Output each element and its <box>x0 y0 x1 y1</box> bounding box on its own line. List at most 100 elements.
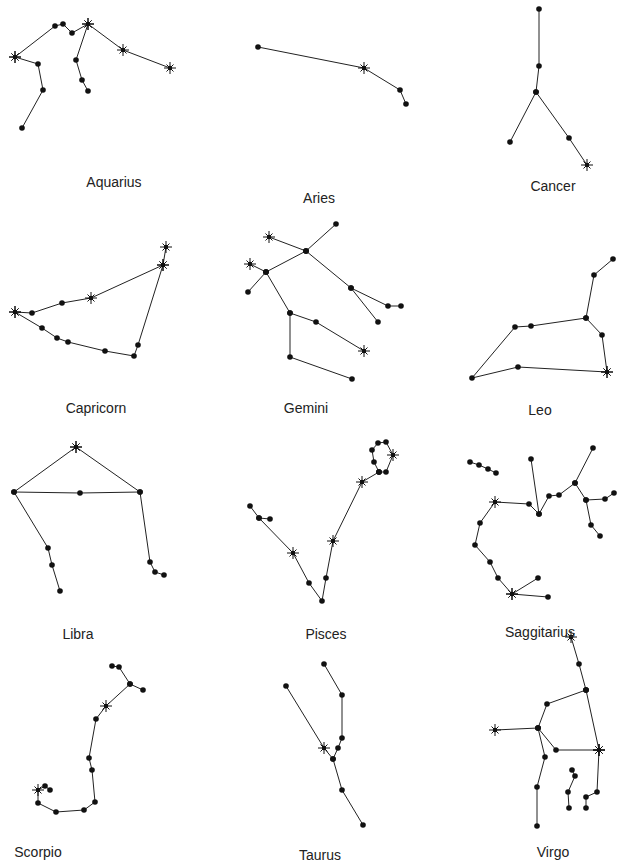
star-dot <box>29 310 35 316</box>
star-dot <box>73 57 79 63</box>
constellation-name: Virgo <box>537 844 569 860</box>
star-dot <box>89 767 95 773</box>
star-dot <box>137 489 143 495</box>
star-line <box>140 492 164 575</box>
star-dot <box>528 456 534 462</box>
star-line <box>510 9 539 142</box>
constellation-figure <box>247 439 399 604</box>
bright-star <box>593 744 605 756</box>
star-dot <box>306 580 312 586</box>
star-line <box>15 265 163 356</box>
star-dot <box>385 303 391 309</box>
star-dot <box>287 354 293 360</box>
constellation-figure <box>244 221 404 382</box>
constellation-figure <box>489 631 605 829</box>
star-dot <box>267 516 273 522</box>
star-dot <box>507 139 513 145</box>
star-dot <box>127 681 133 687</box>
star-dot <box>303 248 309 254</box>
constellation-name: Libra <box>62 626 93 642</box>
star-dot <box>375 440 381 446</box>
star-dot <box>383 439 389 445</box>
bright-star <box>327 535 339 547</box>
star-line <box>475 459 548 597</box>
star-dot <box>556 492 562 498</box>
bright-star <box>601 366 613 378</box>
star-dot <box>485 466 491 472</box>
star-dot <box>256 515 262 521</box>
star-dot <box>263 269 269 275</box>
star-dot <box>52 23 58 29</box>
star-line <box>372 442 393 472</box>
star-dot <box>321 661 327 667</box>
bright-star <box>117 44 129 56</box>
star-dot <box>79 77 85 83</box>
star-dot <box>47 787 53 793</box>
star-dot <box>583 687 589 693</box>
star-line <box>495 728 599 750</box>
star-dot <box>472 542 478 548</box>
star-dot <box>102 348 108 354</box>
star-dot <box>283 683 289 689</box>
constellation-name: Aries <box>303 190 335 206</box>
star-dot <box>467 459 473 465</box>
star-dot <box>303 248 309 254</box>
star-dot <box>583 497 589 503</box>
star-dot <box>255 44 261 50</box>
star-dot <box>515 364 521 370</box>
star-dot <box>330 756 336 762</box>
star-dot <box>536 6 542 12</box>
star-dot <box>583 794 589 800</box>
star-dot <box>137 489 143 495</box>
star-dot <box>85 88 91 94</box>
star-line <box>586 690 599 750</box>
bright-star <box>9 51 21 63</box>
star-dot <box>323 575 329 581</box>
constellation-name: Pisces <box>305 626 346 642</box>
bright-star <box>82 18 94 30</box>
star-line <box>14 447 140 493</box>
star-dot <box>60 21 66 27</box>
star-dot <box>542 754 548 760</box>
bright-star <box>70 441 82 453</box>
star-dot <box>369 447 375 453</box>
star-dot <box>533 89 539 95</box>
bright-star <box>489 496 501 508</box>
bright-star <box>356 476 368 488</box>
star-dot <box>81 807 87 813</box>
star-dot <box>371 459 377 465</box>
star-dot <box>49 562 55 568</box>
star-dot <box>590 445 596 451</box>
star-dot <box>403 101 409 107</box>
star-dot <box>42 783 48 789</box>
constellation-name: Gemini <box>284 400 328 416</box>
star-dot <box>59 300 65 306</box>
bright-star <box>387 449 399 461</box>
star-line <box>259 472 379 601</box>
star-dot <box>535 725 541 731</box>
star-dot <box>375 319 381 325</box>
constellation-figure <box>255 44 409 107</box>
constellation-name: Scorpio <box>14 844 61 860</box>
star-dot <box>339 692 345 698</box>
star-dot <box>583 687 589 693</box>
bright-star <box>100 700 112 712</box>
star-dot <box>11 489 17 495</box>
constellation-figure <box>469 256 616 381</box>
star-dot <box>535 725 541 731</box>
bright-star <box>157 259 169 271</box>
star-dot <box>319 598 325 604</box>
star-line <box>269 224 336 251</box>
bright-star <box>318 742 330 754</box>
star-line <box>470 462 496 473</box>
star-dot <box>19 125 25 131</box>
star-line <box>76 24 88 91</box>
star-dot <box>476 462 482 468</box>
constellation-figure <box>467 445 617 600</box>
star-dot <box>591 272 597 278</box>
star-dot <box>535 725 541 731</box>
star-line <box>250 251 306 272</box>
star-dot <box>247 503 253 509</box>
star-dot <box>583 315 589 321</box>
